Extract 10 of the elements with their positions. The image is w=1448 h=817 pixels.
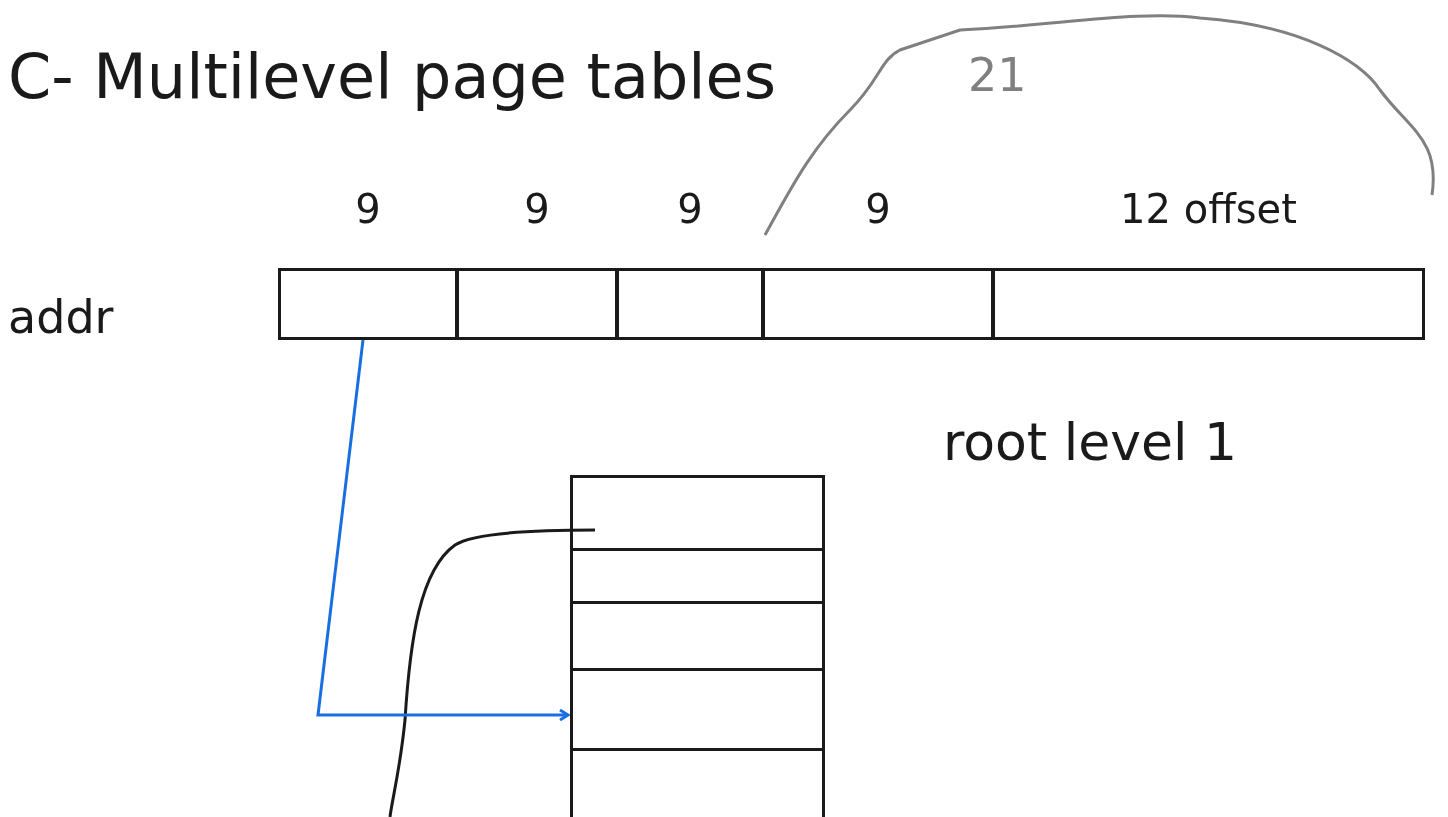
brace-label: 21 [968, 48, 1027, 102]
field-width-label: 9 [355, 185, 381, 233]
table-caption: root level 1 [943, 418, 1238, 466]
title: C- Multilevel page tables [8, 40, 776, 113]
field-width-label: 9 [865, 185, 891, 233]
field-width-label: 12 offset [1120, 185, 1297, 233]
field-width-label: 9 [524, 185, 550, 233]
row-label: addr [8, 290, 114, 344]
arrow [316, 339, 570, 722]
field-width-label: 9 [677, 185, 703, 233]
